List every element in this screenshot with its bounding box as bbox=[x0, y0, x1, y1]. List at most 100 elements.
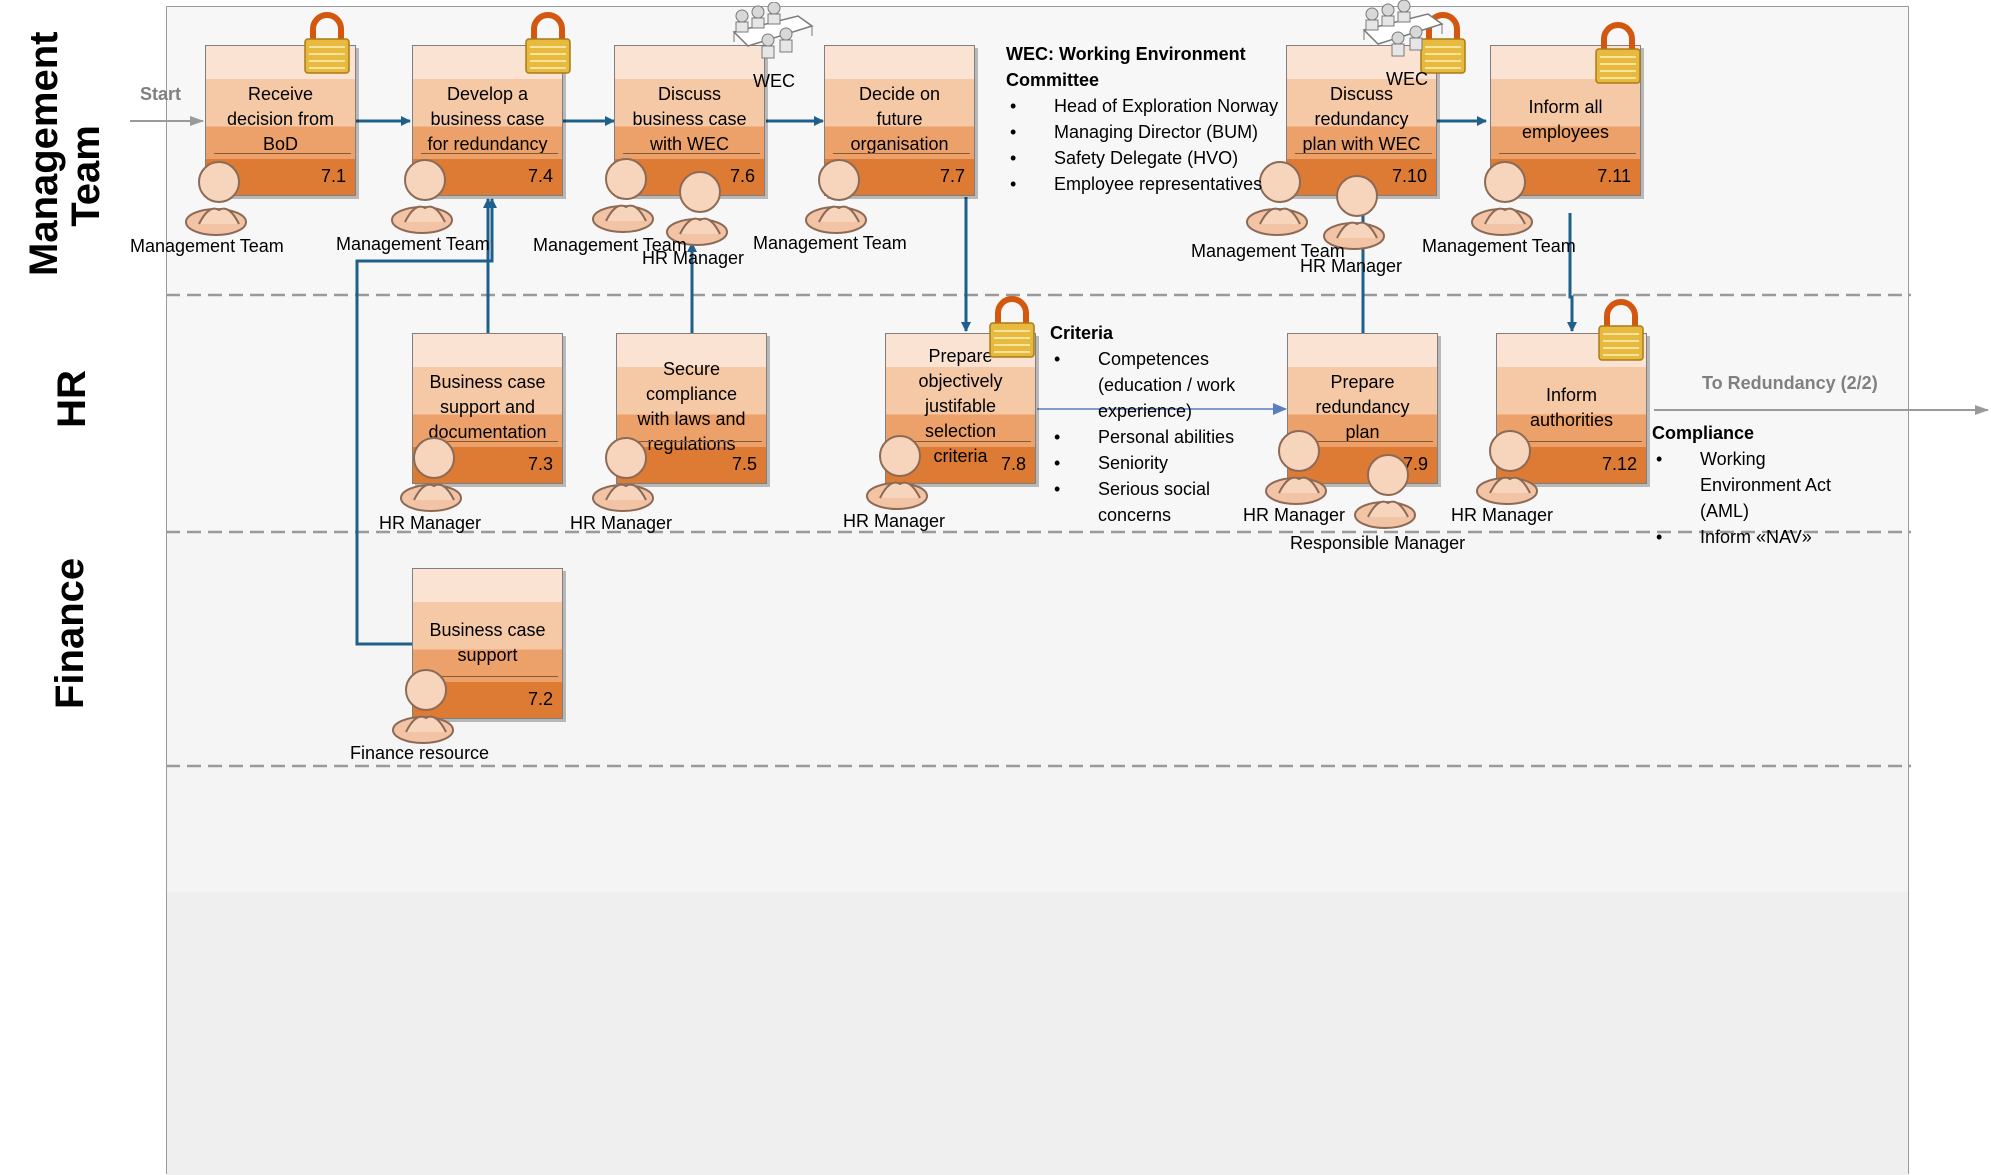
task-title-line: Business case bbox=[429, 620, 546, 640]
person-icon bbox=[1265, 430, 1327, 505]
task-title-line: Discuss bbox=[1329, 84, 1393, 104]
task-title-line: business case bbox=[430, 109, 545, 129]
note-item: Head of Exploration Norway bbox=[1006, 93, 1294, 119]
role-label: Responsible Manager bbox=[1290, 533, 1466, 553]
lane-label-management: Management Team bbox=[22, 31, 108, 277]
task-title-line: organisation bbox=[850, 134, 949, 154]
end-label: To Redundancy (2/2) bbox=[1702, 373, 1878, 393]
task-divider bbox=[1499, 153, 1636, 154]
person-icon bbox=[866, 435, 928, 510]
note-title: Criteria bbox=[1050, 323, 1114, 343]
task-title-line: support bbox=[457, 645, 518, 665]
note-wec: WEC: Working Environment Committee Head … bbox=[1006, 41, 1278, 197]
role-label: Management Team bbox=[1422, 236, 1576, 256]
note-list: Working Environment Act (AML) Inform «NA… bbox=[1652, 446, 1902, 550]
task-id: 7.10 bbox=[1391, 166, 1427, 186]
role-label: Management Team bbox=[1191, 241, 1345, 261]
note-item: Employee representatives bbox=[1006, 171, 1276, 197]
lock-icon bbox=[525, 12, 571, 74]
task-divider bbox=[421, 153, 558, 154]
task-7-10[interactable]: Discuss redundancy plan with WEC 7.10 bbox=[1286, 45, 1437, 196]
role-label: HR Manager bbox=[642, 248, 745, 268]
task-title-line: compliance bbox=[645, 384, 738, 404]
task-title-line: justifable bbox=[924, 396, 997, 416]
task-title-line: Prepare bbox=[1330, 372, 1395, 392]
task-title-line: regulations bbox=[647, 434, 736, 454]
lane-label-finance: Finance bbox=[48, 557, 92, 709]
task-title-line: redundancy bbox=[1314, 109, 1409, 129]
task-title: Prepare redundancy plan bbox=[1292, 370, 1433, 445]
task-id: 7.4 bbox=[527, 166, 553, 186]
task-7-2[interactable]: Business case support 7.2 bbox=[412, 568, 563, 719]
task-title: Discuss redundancy plan with WEC bbox=[1291, 82, 1432, 157]
task-title-line: Decide on bbox=[858, 84, 941, 104]
person-icon bbox=[1471, 161, 1533, 236]
task-title: Inform all employees bbox=[1495, 95, 1636, 145]
lane-band-empty bbox=[167, 760, 1908, 892]
person-icon bbox=[392, 669, 454, 744]
task-id: 7.11 bbox=[1597, 166, 1631, 186]
note-item: Serious social concerns bbox=[1050, 476, 1218, 528]
note-item: Personal abilities bbox=[1050, 424, 1280, 450]
task-title: Business case support and documentation bbox=[417, 370, 558, 445]
task-title-line: future bbox=[876, 109, 923, 129]
note-item: Managing Director (BUM) bbox=[1006, 119, 1276, 145]
role-label: Management Team bbox=[336, 234, 490, 254]
lock-icon bbox=[989, 296, 1035, 358]
task-title-line: with WEC bbox=[649, 134, 729, 154]
meeting-label: WEC bbox=[753, 71, 795, 91]
task-id: 7.9 bbox=[1402, 454, 1428, 474]
person-icon bbox=[1323, 175, 1385, 250]
task-title-line: Develop a bbox=[446, 84, 529, 104]
task-id: 7.2 bbox=[527, 689, 553, 709]
person-icon bbox=[400, 437, 462, 512]
task-id: 7.3 bbox=[527, 454, 553, 474]
task-title: Discuss business case with WEC bbox=[619, 82, 760, 157]
task-divider bbox=[1505, 441, 1642, 442]
person-icon bbox=[592, 158, 654, 233]
role-label: HR Manager bbox=[1243, 505, 1346, 525]
task-title-line: documentation bbox=[428, 422, 547, 442]
note-title: WEC: Working Environment Committee bbox=[1006, 44, 1246, 90]
role-label: HR Manager bbox=[1451, 505, 1554, 525]
task-id: 7.1 bbox=[320, 166, 346, 186]
role-label: HR Manager bbox=[570, 513, 673, 533]
role-label: HR Manager bbox=[1300, 256, 1403, 276]
task-divider bbox=[625, 441, 762, 442]
task-id: 7.8 bbox=[1000, 454, 1026, 474]
task-title-line: selection bbox=[924, 421, 997, 441]
meeting-label: WEC bbox=[1386, 69, 1428, 89]
person-icon bbox=[805, 159, 867, 234]
note-item: Inform «NAV» bbox=[1652, 524, 1902, 550]
task-divider bbox=[894, 441, 1031, 442]
task-title-line: Inform all bbox=[1528, 97, 1603, 117]
task-id: 7.5 bbox=[731, 454, 757, 474]
task-7-8[interactable]: Prepare objectively justifable selection… bbox=[885, 333, 1036, 484]
role-label: HR Manager bbox=[379, 513, 482, 533]
task-divider bbox=[833, 153, 970, 154]
task-title: Inform authorities bbox=[1501, 383, 1642, 433]
person-icon bbox=[185, 161, 247, 236]
task-title-line: with laws and bbox=[637, 409, 746, 429]
task-title-line: authorities bbox=[1529, 410, 1614, 430]
task-title: Receive decision from BoD bbox=[210, 82, 351, 157]
person-icon bbox=[1354, 454, 1416, 529]
task-title-line: plan with WEC bbox=[1302, 134, 1421, 154]
note-compliance: Compliance Working Environment Act (AML)… bbox=[1652, 420, 1902, 550]
lock-icon bbox=[1595, 22, 1641, 84]
task-title-line: support and bbox=[439, 397, 536, 417]
task-title-line: business case bbox=[632, 109, 747, 129]
task-title: Secure compliance with laws and regulati… bbox=[621, 357, 762, 457]
role-label: Finance resource bbox=[350, 743, 490, 763]
task-title-line: plan bbox=[1345, 422, 1380, 442]
task-id: 7.6 bbox=[729, 166, 755, 186]
task-title-line: Inform bbox=[1545, 385, 1597, 405]
task-divider bbox=[1296, 441, 1433, 442]
task-title: Business case support bbox=[417, 618, 558, 668]
meeting-table-icon bbox=[1362, 0, 1444, 57]
task-title: Decide on future organisation bbox=[829, 82, 970, 157]
meeting-table-icon bbox=[732, 2, 814, 59]
start-label: Start bbox=[140, 84, 182, 104]
note-item: Working Environment Act (AML) bbox=[1652, 446, 1870, 524]
